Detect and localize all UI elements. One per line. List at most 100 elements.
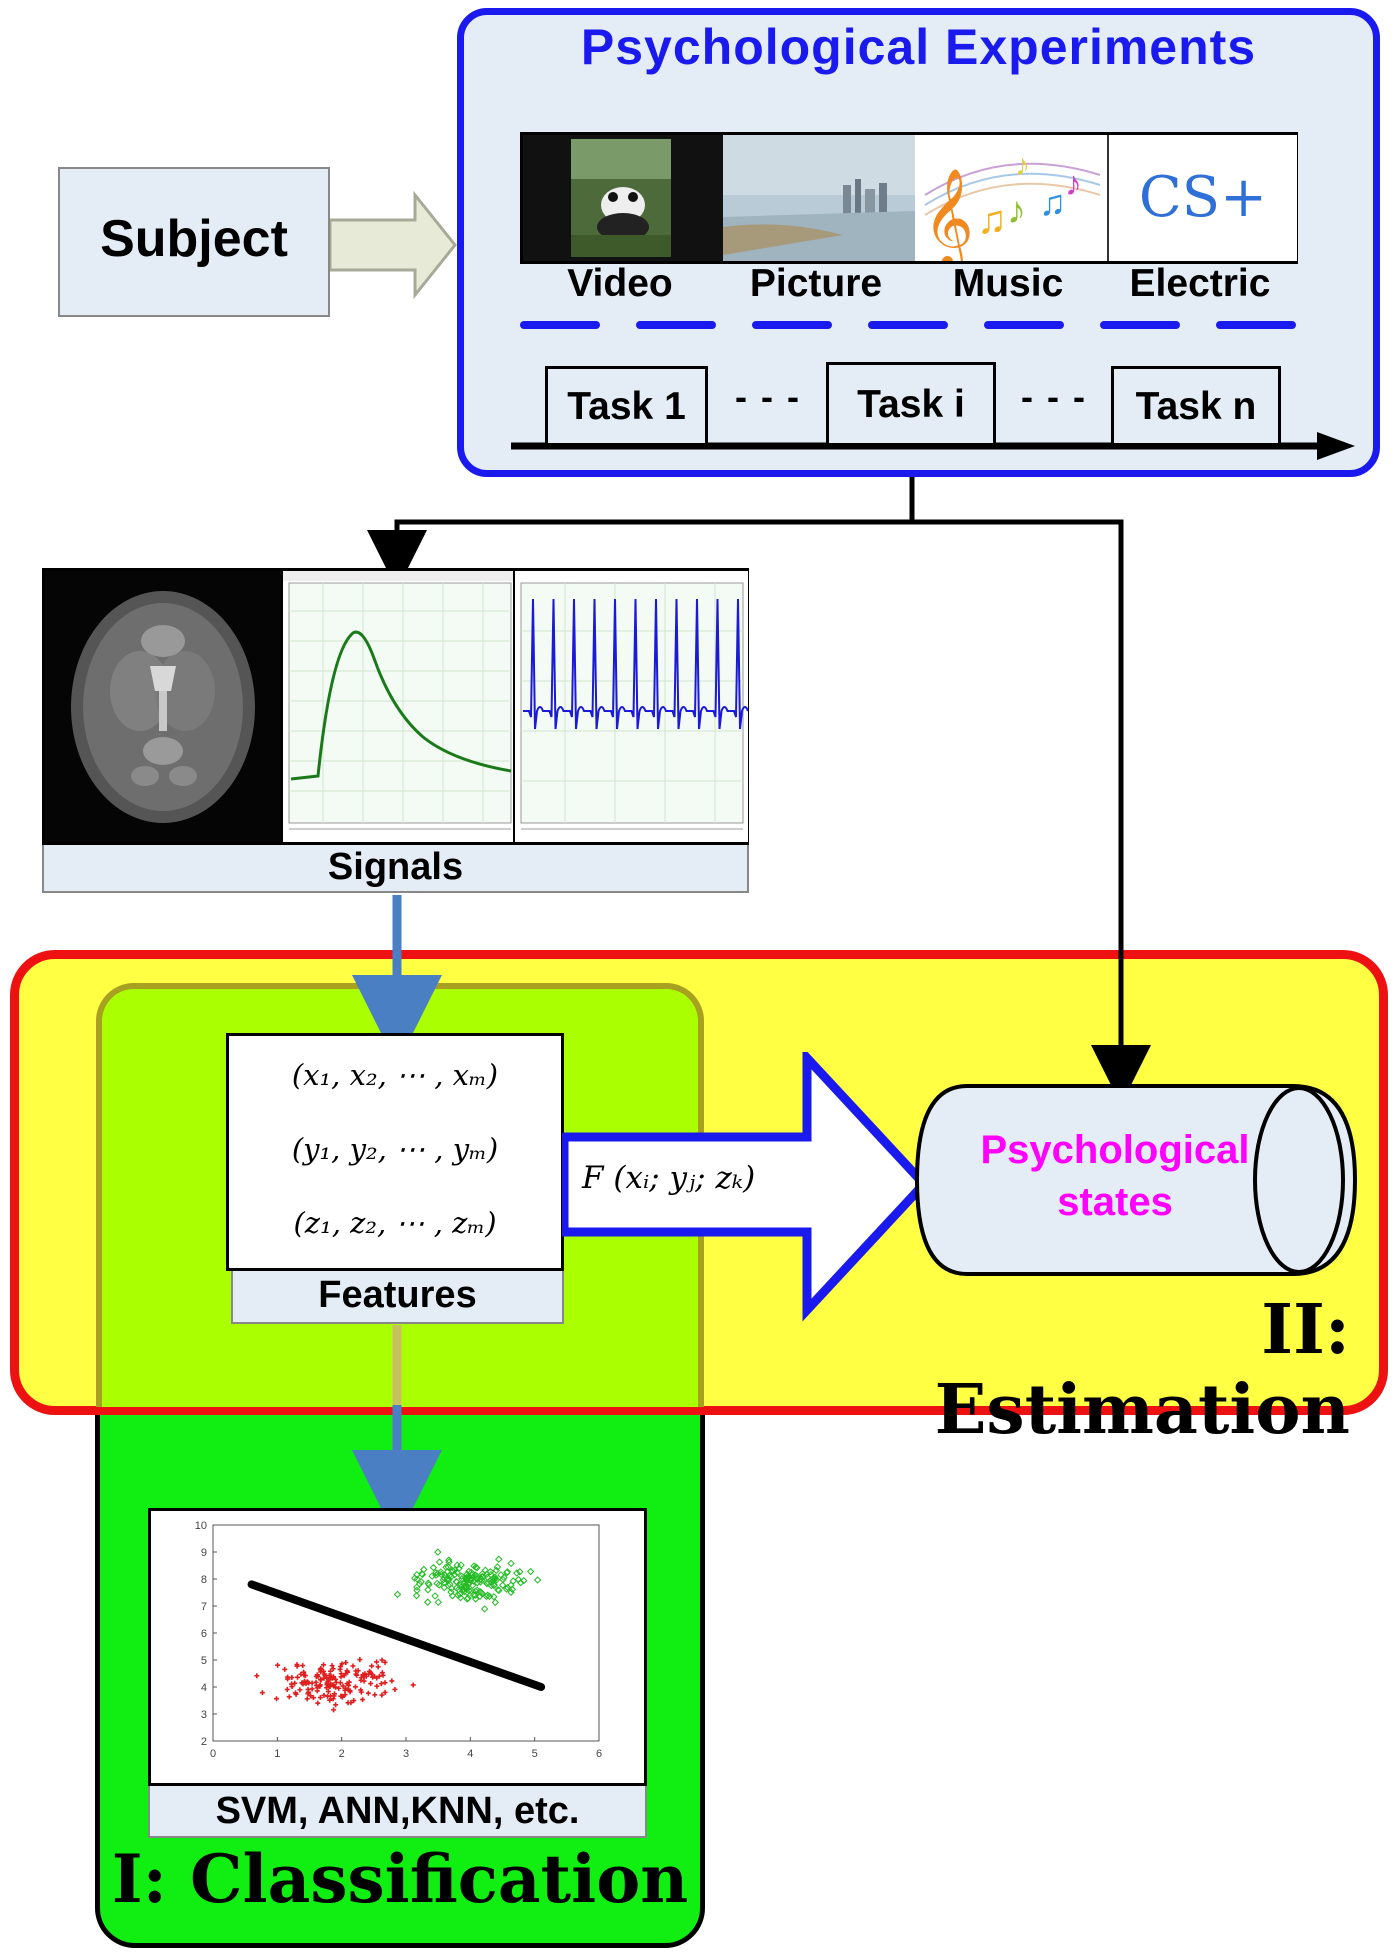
class-a-point (369, 1671, 375, 1677)
classification-label: I: Classification (111, 1840, 689, 1918)
class-b-point (443, 1568, 452, 1576)
class-a-point (343, 1660, 349, 1666)
class-b-point (437, 1570, 445, 1579)
class-b-point (431, 1592, 439, 1600)
svg-text:♪: ♪ (1007, 190, 1026, 232)
class-b-point (425, 1580, 433, 1589)
task-box-i: Task i (826, 362, 996, 446)
class-a-point (372, 1692, 378, 1698)
x-tick-label: 6 (596, 1748, 602, 1760)
task-label-n: Task n (1135, 385, 1257, 428)
class-b-point (429, 1563, 438, 1572)
class-a-point (321, 1662, 327, 1668)
class-a-point (322, 1673, 328, 1679)
class-b-point (418, 1570, 427, 1579)
states-label-line2: states (1057, 1180, 1173, 1224)
class-a-point (289, 1684, 295, 1690)
class-b-point (484, 1578, 493, 1587)
class-a-point (342, 1692, 348, 1698)
task-to-signals-connector (367, 450, 915, 590)
class-b-point (495, 1555, 503, 1563)
task-timeline (511, 432, 1355, 460)
class-a-point (305, 1679, 311, 1685)
class-b-point (495, 1586, 503, 1595)
features-row-y: (y₁, y₂, ⋯ , yₘ) (291, 1132, 499, 1166)
class-a-point (327, 1668, 333, 1674)
class-a-point (317, 1683, 323, 1689)
class-b-point (526, 1567, 535, 1576)
class-b-point (516, 1568, 524, 1576)
class-a-point (329, 1682, 335, 1688)
psychological-states-cylinder-icon (915, 1084, 1358, 1276)
class-b-point (483, 1591, 492, 1599)
class-b-point (467, 1568, 476, 1577)
experiments-title: Psychological Experiments (580, 19, 1257, 75)
class-a-point (284, 1686, 290, 1692)
svg-text:𝄞: 𝄞 (923, 169, 974, 261)
class-b-point (434, 1548, 442, 1556)
class-b-point (516, 1578, 525, 1587)
class-b-point (514, 1575, 523, 1584)
class-a-point (374, 1683, 380, 1689)
class-a-point (365, 1690, 371, 1696)
class-a-point (318, 1677, 324, 1683)
class-a-point (355, 1668, 361, 1674)
svg-text:♫: ♫ (1039, 182, 1066, 223)
svg-text:♪: ♪ (1065, 165, 1082, 203)
class-a-point (286, 1694, 292, 1700)
features-label: Features (318, 1274, 477, 1316)
task-separator-right: - - - (1021, 376, 1087, 417)
class-a-point (317, 1695, 323, 1701)
class-a-point (367, 1668, 373, 1674)
class-b-point (424, 1586, 432, 1594)
class-a-point (331, 1691, 337, 1697)
class-a-point (343, 1671, 349, 1677)
class-b-point (424, 1579, 433, 1587)
estimation-label: II: Estimation (934, 1290, 1350, 1450)
class-b-point (460, 1587, 469, 1596)
class-a-point (350, 1663, 356, 1669)
class-a-point (333, 1702, 339, 1708)
class-b-point (435, 1558, 444, 1566)
class-b-point (471, 1591, 479, 1600)
class-a-point (310, 1695, 316, 1701)
class-a-point (357, 1657, 363, 1663)
class-a-point (294, 1663, 300, 1669)
class-b-point (478, 1589, 486, 1598)
class-a-point (358, 1687, 364, 1693)
class-a-point (297, 1687, 303, 1693)
class-a-point (375, 1664, 381, 1670)
class-b-point (492, 1566, 501, 1575)
class-b-point (507, 1588, 515, 1596)
class-a-point (361, 1673, 367, 1679)
class-a-point (304, 1696, 310, 1702)
class-a-point (369, 1663, 375, 1669)
function-label: F (xᵢ; yⱼ; zₖ) (582, 1160, 756, 1196)
class-a-point (289, 1675, 295, 1681)
class-b-point (458, 1574, 466, 1583)
class-a-point (329, 1663, 335, 1669)
class-a-point (376, 1673, 382, 1679)
stimulus-label-video: Video (567, 262, 673, 305)
class-b-point (451, 1566, 459, 1574)
task-box-n: Task n (1111, 366, 1281, 446)
class-b-point (507, 1559, 515, 1568)
task-label-i: Task i (857, 383, 965, 426)
class-a-point (382, 1689, 388, 1695)
class-a-point (354, 1672, 360, 1678)
class-a-point (293, 1690, 299, 1696)
class-a-point (392, 1686, 398, 1692)
class-b-point (445, 1575, 453, 1584)
signals-label: Signals (327, 846, 464, 888)
svg-text:♫: ♫ (977, 198, 1007, 242)
signals-panels (42, 568, 749, 845)
class-a-point (351, 1698, 357, 1704)
class-a-point (295, 1674, 301, 1680)
class-a-point (313, 1679, 319, 1685)
y-tick-label: 7 (201, 1601, 207, 1613)
class-a-point (340, 1683, 346, 1689)
class-b-point (435, 1581, 443, 1589)
stimuli-strip: 𝄞 ♫ ♪ ♫ ♪ ♪ CS+ (520, 132, 1298, 264)
class-a-point (300, 1663, 306, 1669)
